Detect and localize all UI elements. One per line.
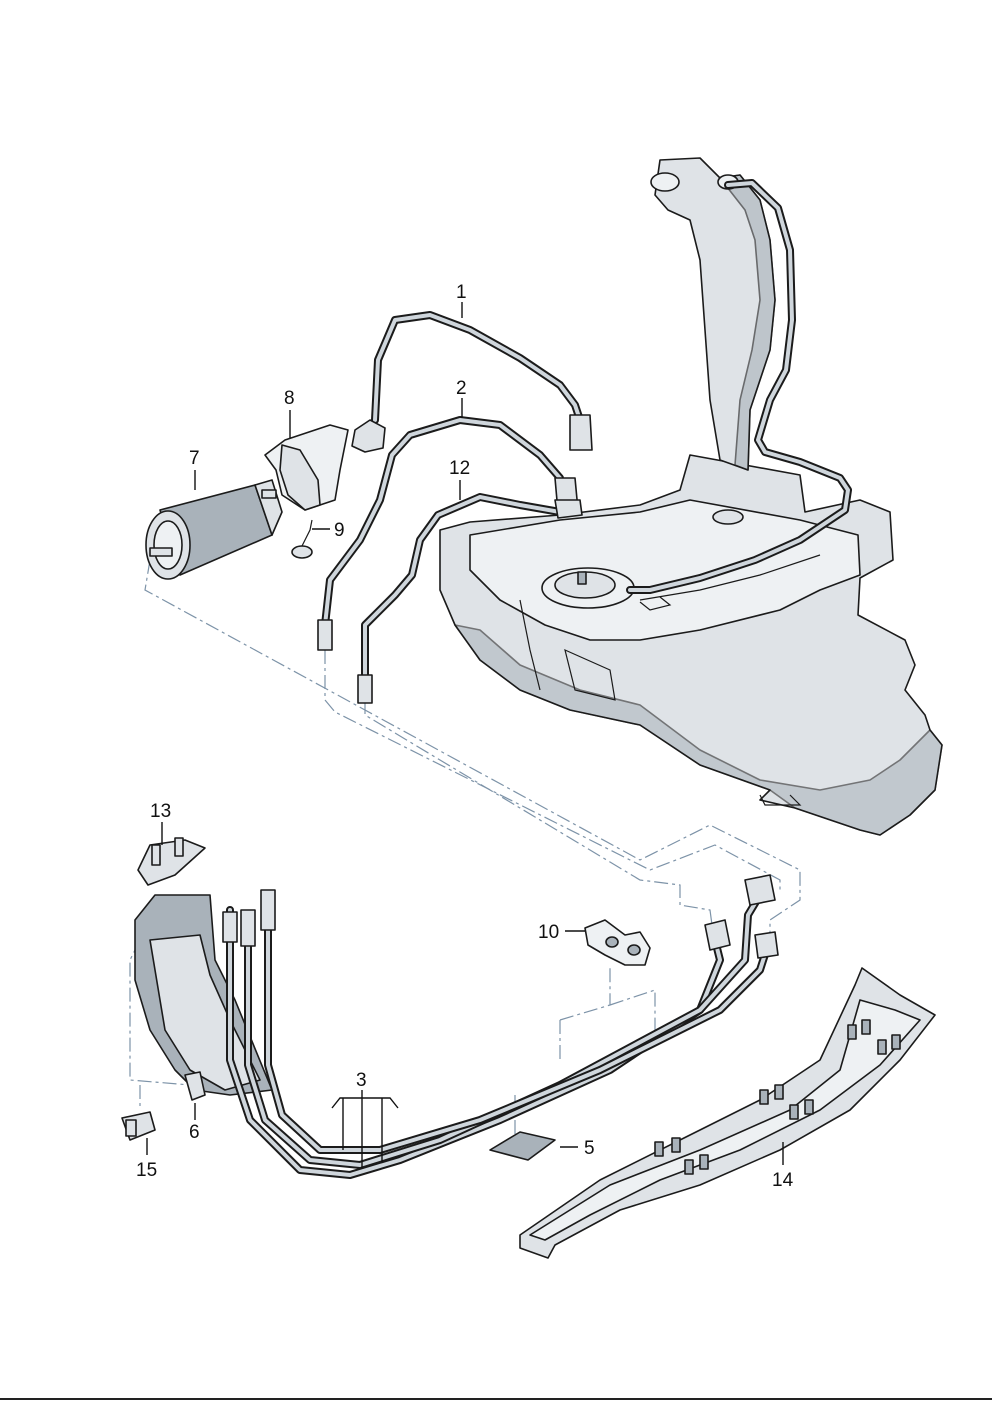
bottom-rule xyxy=(0,1398,992,1400)
callout-13: 13 xyxy=(150,801,171,822)
callout-12: 12 xyxy=(449,458,470,479)
callout-8: 8 xyxy=(284,388,295,409)
retaining-clip xyxy=(291,519,313,559)
shield-clips xyxy=(654,1019,901,1175)
callout-7: 7 xyxy=(189,448,200,469)
leader-lines xyxy=(146,302,784,1168)
callout-2: 2 xyxy=(456,378,467,399)
hose-2 xyxy=(317,416,579,651)
filter-bracket xyxy=(264,424,349,511)
hose-12 xyxy=(357,493,583,704)
lines-3 xyxy=(222,874,779,1179)
callout-5: 5 xyxy=(584,1138,595,1159)
callout-labels: 1 2 3 5 6 7 8 9 10 12 13 14 15 xyxy=(136,282,794,1191)
underbody-shield-14 xyxy=(519,967,936,1259)
pad-5 xyxy=(489,1131,556,1161)
holder-10 xyxy=(584,919,651,966)
callout-3: 3 xyxy=(356,1070,367,1091)
cover-13 xyxy=(137,837,206,886)
callout-14: 14 xyxy=(772,1170,794,1191)
hose-1 xyxy=(351,311,593,453)
callout-10: 10 xyxy=(538,922,559,943)
fuel-tank xyxy=(439,157,943,836)
fuel-filter xyxy=(145,479,283,580)
callout-1: 1 xyxy=(456,282,467,303)
callout-15: 15 xyxy=(136,1160,157,1181)
callout-6: 6 xyxy=(189,1122,200,1143)
clip-15 xyxy=(121,1111,156,1141)
callout-9: 9 xyxy=(334,520,345,541)
